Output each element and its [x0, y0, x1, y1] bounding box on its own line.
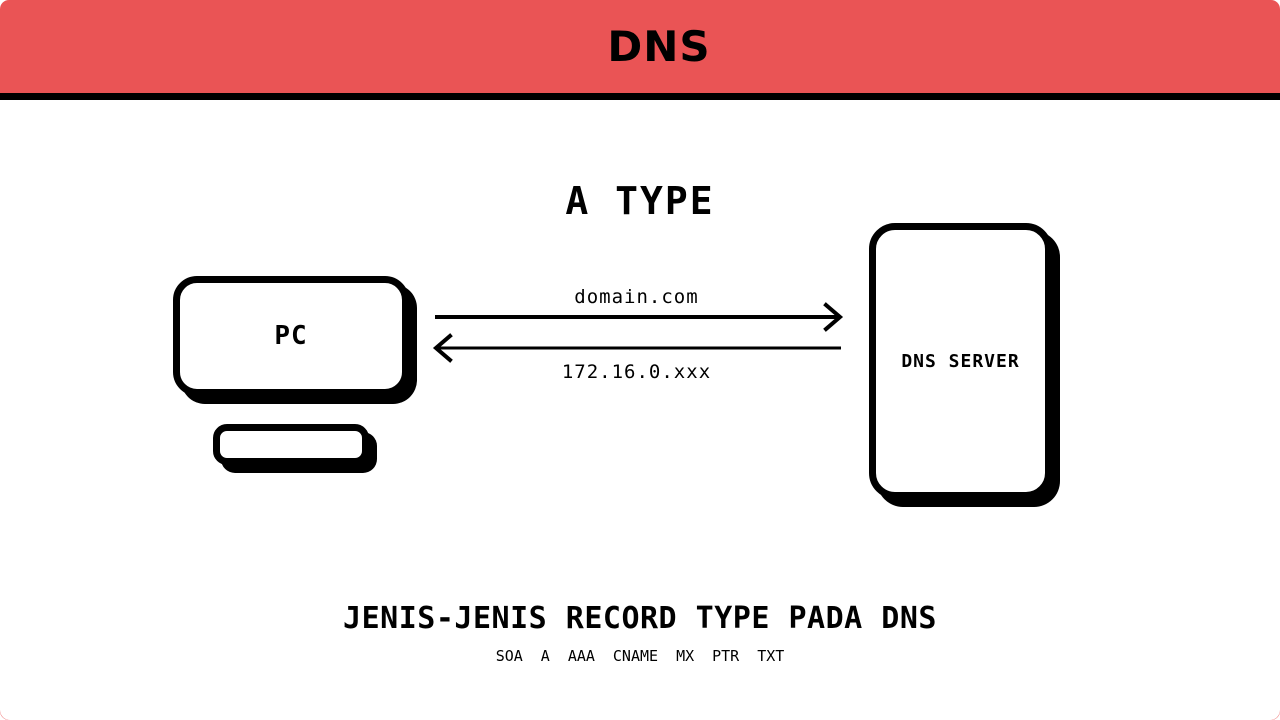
record-type: PTR	[712, 647, 740, 665]
dns-server-box: DNS SERVER	[869, 223, 1052, 499]
header-divider	[0, 93, 1280, 100]
record-type: MX	[676, 647, 695, 665]
pc-keyboard-box	[213, 424, 369, 465]
page-title: DNS	[607, 22, 711, 71]
record-type: SOA	[495, 647, 523, 665]
header-banner: DNS	[0, 0, 1280, 93]
record-type: AAA	[567, 647, 595, 665]
footer-heading: JENIS-JENIS RECORD TYPE PADA DNS	[343, 601, 937, 636]
request-label: domain.com	[574, 286, 699, 308]
record-type: A	[540, 647, 550, 665]
response-label: 172.16.0.xxx	[561, 361, 712, 383]
record-type-list: SOA A AAA CNAME MX PTR TXT	[0, 647, 1280, 665]
dns-server-label: DNS SERVER	[901, 350, 1020, 372]
record-type: TXT	[757, 647, 785, 665]
section-title: A TYPE	[565, 179, 715, 223]
request-arrow-icon	[435, 302, 844, 332]
pc-label: PC	[274, 321, 308, 351]
record-type: CNAME	[612, 647, 659, 665]
content-panel	[0, 100, 1280, 720]
pc-monitor-box: PC	[173, 276, 409, 396]
response-arrow-icon	[432, 333, 841, 363]
